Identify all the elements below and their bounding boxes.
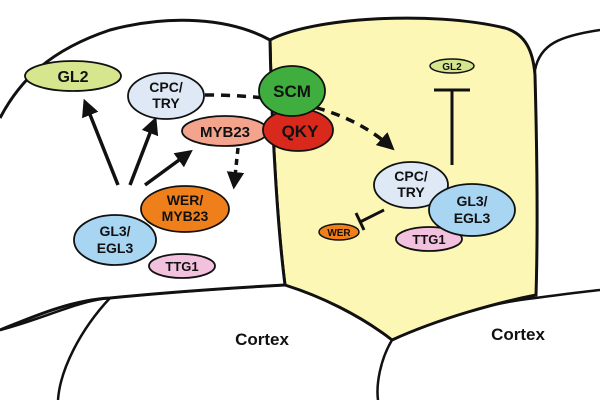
wer-myb23-label-1: WER/ — [167, 192, 204, 208]
cortex-right-label: Cortex — [491, 325, 545, 344]
gl3-egl3-right-label-2: EGL3 — [454, 210, 491, 226]
cortex-left-label: Cortex — [235, 330, 289, 349]
wer-myb23-left: WER/ MYB23 — [140, 185, 230, 233]
gl2-left: GL2 — [24, 60, 122, 92]
ttg1-left-label: TTG1 — [165, 259, 198, 274]
cpc-try-left-label-1: CPC/ — [149, 79, 183, 95]
gl3-egl3-right: GL3/ EGL3 — [428, 183, 516, 237]
myb23-left: MYB23 — [181, 115, 269, 147]
cpc-try-right-label-2: TRY — [397, 184, 425, 200]
inhibition-bar-wer — [354, 212, 366, 231]
cpc-try-left: CPC/ TRY — [127, 72, 205, 120]
gl3-egl3-left: GL3/ EGL3 — [73, 214, 157, 266]
ttg1-right-label: TTG1 — [412, 232, 445, 247]
wer-right-label: WER — [327, 228, 351, 239]
qky-label: QKY — [282, 122, 320, 141]
arrow-to-cpc-try — [128, 116, 159, 186]
gl3-egl3-left-label-2: EGL3 — [97, 240, 134, 256]
gl3-egl3-left-label-1: GL3/ — [99, 223, 130, 239]
cpc-try-left-label-2: TRY — [152, 95, 180, 111]
myb23-label: MYB23 — [200, 124, 250, 141]
scm: SCM — [258, 65, 326, 117]
right-edge-cell — [530, 28, 600, 296]
gl2-right-label: GL2 — [442, 62, 462, 73]
ttg1-right: TTG1 — [395, 226, 463, 252]
inhibition-line-wer — [359, 208, 385, 224]
arrow-to-myb23 — [143, 149, 193, 187]
cpc-try-right-label-1: CPC/ — [394, 168, 428, 184]
left-cell-arrows — [82, 98, 245, 190]
gl2-left-label: GL2 — [57, 69, 88, 86]
cpc-try-right: CPC/ TRY — [373, 161, 449, 209]
qky: QKY — [262, 108, 334, 152]
wer-right: WER — [318, 223, 360, 241]
wer-myb23-label-2: MYB23 — [162, 208, 209, 224]
ttg1-left: TTG1 — [148, 253, 216, 279]
left-cell — [0, 18, 287, 332]
gl3-egl3-right-label-1: GL3/ — [456, 193, 487, 209]
scm-label: SCM — [273, 82, 311, 101]
gl2-right: GL2 — [429, 58, 475, 74]
dashed-arrow-cpc-movement — [204, 93, 395, 151]
right-cell-inhibitions — [354, 88, 470, 231]
arrow-to-gl2 — [82, 98, 120, 186]
